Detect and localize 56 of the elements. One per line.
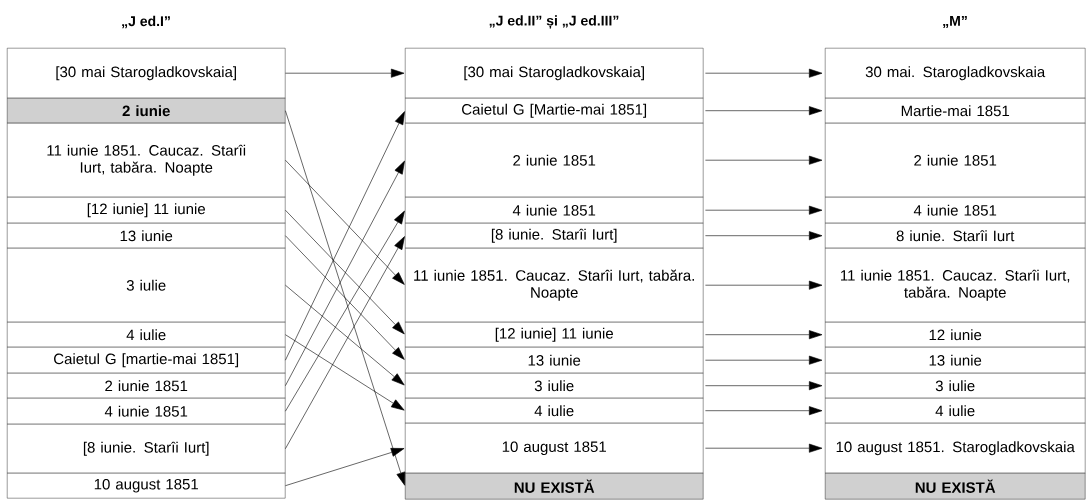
table-cell: 4 iunie 1851 <box>825 197 1086 224</box>
table-cell: [30 mai Starogladkovskaia] <box>7 48 286 99</box>
table-cell: NU EXISTĂ <box>825 473 1086 500</box>
table-cell: [12 iunie] 11 iunie <box>7 197 286 224</box>
table-cell: 10 august 1851 <box>7 473 286 499</box>
table-cell: 10 august 1851 <box>405 423 704 474</box>
arrow <box>285 160 405 386</box>
table-cell: Caietul G [Martie-mai 1851] <box>405 98 704 124</box>
arrow <box>285 159 405 285</box>
arrow <box>705 355 823 365</box>
table-cell: 13 iunie <box>7 223 286 249</box>
arrow <box>285 110 406 486</box>
arrow <box>705 205 823 215</box>
table-cell: 3 iulie <box>825 373 1086 399</box>
arrow <box>285 209 405 335</box>
arrow <box>705 155 823 165</box>
table-cell: 8 iunie. Starîi Iurt <box>825 223 1086 249</box>
table-cell: 2 iunie <box>7 98 286 124</box>
arrow <box>705 280 823 290</box>
arrow <box>285 111 405 361</box>
table-cell: 4 iunie 1851 <box>405 197 704 224</box>
table-cell: [8 iunie. Starîi Iurt] <box>405 223 704 249</box>
arrow <box>705 68 823 78</box>
table-cell: 13 iunie <box>825 347 1086 374</box>
arrow <box>705 406 823 416</box>
column-heading: „J ed.I” <box>122 15 170 29</box>
column-heading: „M” <box>943 16 967 28</box>
arrow <box>705 381 823 391</box>
arrow <box>285 448 405 486</box>
arrow <box>285 334 405 411</box>
arrow <box>285 284 405 386</box>
table-cell: [12 iunie] 11 iunie <box>405 322 704 348</box>
table-cell: 10 august 1851. Starogladkovskaia <box>825 423 1086 474</box>
arrow <box>285 210 405 412</box>
table-cell: 3 iulie <box>405 373 704 399</box>
table-cell: [30 mai Starogladkovskaia] <box>405 48 704 99</box>
table-cell: 4 iunie 1851 <box>7 398 286 425</box>
table-cell: 4 iulie <box>825 398 1086 424</box>
table-cell: 4 iulie <box>405 398 704 424</box>
table-cell: 30 mai. Starogladkovskaia <box>825 48 1086 99</box>
arrow <box>705 330 823 340</box>
table-cell: 2 iunie 1851 <box>7 373 286 399</box>
table-cell: Martie-mai 1851 <box>825 98 1086 124</box>
arrow <box>705 231 823 241</box>
arrow <box>285 235 405 360</box>
table-cell: [8 iunie. Starîi Iurt] <box>7 424 286 474</box>
arrow <box>285 68 405 78</box>
table-cell: 13 iunie <box>405 347 704 374</box>
arrow <box>705 443 823 453</box>
table-cell: 4 iulie <box>7 322 286 348</box>
table-cell: NU EXISTĂ <box>405 473 704 500</box>
arrow <box>285 236 405 449</box>
column-heading: „J ed.II” și „J ed.III” <box>489 15 619 29</box>
table-cell: 12 iunie <box>825 322 1086 348</box>
table-cell: Caietul G [martie-mai 1851] <box>7 347 286 374</box>
arrow <box>705 106 823 116</box>
